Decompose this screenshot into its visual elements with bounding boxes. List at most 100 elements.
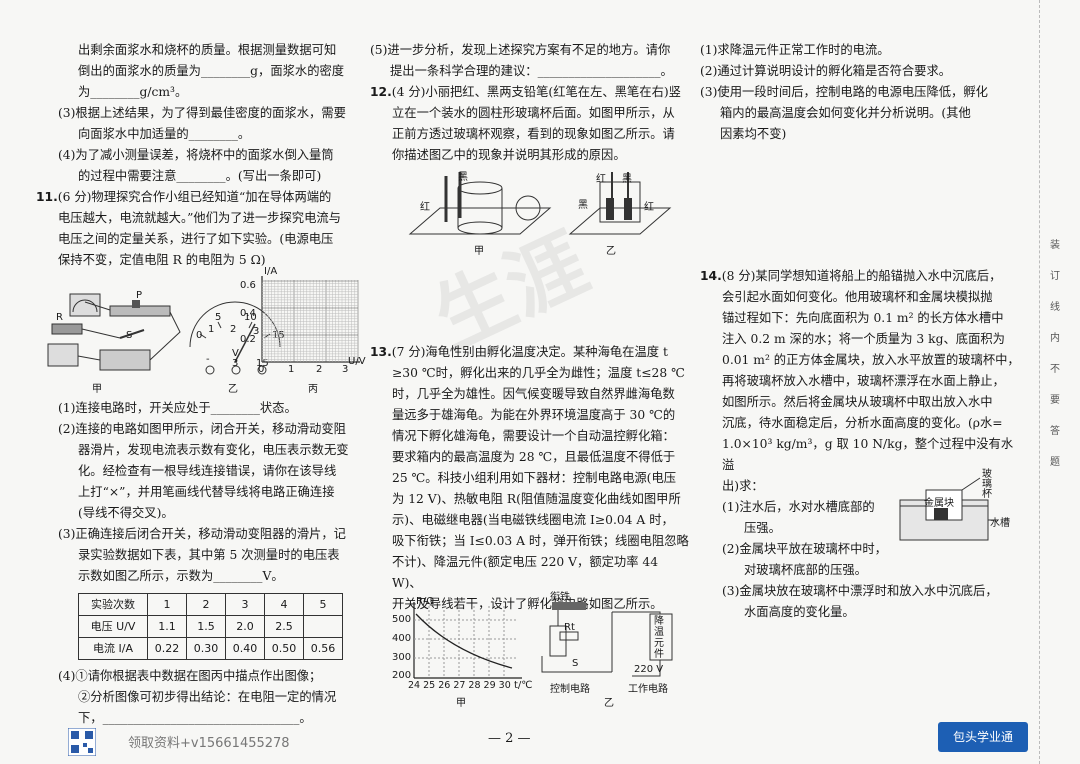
x-ticks: 24 25 26 27 28 29 30 <box>408 680 511 691</box>
text-line: 时，几乎全为雄性。因气候变暖导致自然界雌海龟数 <box>392 387 675 401</box>
table-cell: 2.0 <box>225 615 265 638</box>
dial-v: V <box>232 348 239 359</box>
table-cell: 4 <box>264 593 304 616</box>
side-char: 答 <box>1050 426 1060 437</box>
table-cell: 0.50 <box>264 637 304 660</box>
table-cell: 2.5 <box>264 615 304 638</box>
x-tick: 0 <box>258 364 265 375</box>
grid-svg <box>261 276 360 363</box>
column-right: (1)求降温元件正常工作时的电流。 (2)通过计算说明设计的孵化箱是否符合要求。… <box>700 40 1025 145</box>
text-line: (2)通过计算说明设计的孵化箱是否符合要求。 <box>700 64 952 78</box>
question-12: 12.(4 分)小丽把红、黑两支铅笔(红笔在左、黑笔在右)竖 <box>370 82 690 103</box>
text-line: (3)根据上述结果，为了得到最佳密度的面浆水，需要 <box>58 106 346 120</box>
text-line: 25 ℃。科技小组利用如下器材：控制电路电源(电压 <box>392 471 677 485</box>
text-line: 因素均不变) <box>720 127 787 141</box>
y-tick: 0.4 <box>240 308 256 319</box>
term-minus: - <box>206 354 210 365</box>
axis-label-t: t/℃ <box>514 680 533 691</box>
text-line: 化。经检查有一根导线连接错误，请你在该导线 <box>78 464 337 478</box>
label-armature: 衔铁 <box>550 592 570 603</box>
x-tick: 3 <box>342 364 349 375</box>
table-cell: 0.22 <box>147 637 187 660</box>
text-line: (4 分)小丽把红、黑两支铅笔(红笔在左、黑笔在右)竖 <box>391 85 681 99</box>
label-hei2: 黑 <box>622 174 632 185</box>
text-line: 水面高度的变化量。 <box>744 605 855 619</box>
table-cell: 电压 U/V <box>78 615 148 638</box>
question-number: 11. <box>36 190 58 204</box>
label-work: 工作电路 <box>628 684 668 695</box>
label-hong2: 红 <box>596 174 606 185</box>
text-line: 不计)、降温元件(额定电压 220 V，额定功率 44 W)、 <box>392 555 659 590</box>
text-line: 出剩余面浆水和烧杯的质量。根据测量数据可知 <box>78 43 337 57</box>
label-switch: S <box>572 658 579 669</box>
text-line: 立在一个装水的圆柱形玻璃杯后面。如图甲所示，从 <box>392 106 675 120</box>
text-line: 锚过程如下：先向底面积为 0.1 m² 的长方体水槽中 <box>722 311 1004 325</box>
table-cell: 0.30 <box>186 637 226 660</box>
text-line: 为 12 V)、热敏电阻 R(阻值随温度变化曲线如图甲所 <box>392 492 681 506</box>
table-cell: 3 <box>225 593 265 616</box>
fig-label-jia: 甲 <box>92 384 102 395</box>
label-glass: 玻璃杯 <box>982 469 992 500</box>
text-line: 上打“×”，并用笔画线代替导线将电路正确连接 <box>78 485 335 499</box>
table-cell: 电流 I/A <box>78 637 148 660</box>
data-table: 实验次数 1 2 3 4 5 电压 U/V 1.1 1.5 2.0 2.5 电流… <box>78 593 343 660</box>
text-line: 的过程中需要注意________。(写出一条即可) <box>78 169 322 183</box>
column-middle: (5)进一步分析，发现上述探究方案有不足的地方。请你 提出一条科学合理的建议：_… <box>370 40 690 166</box>
side-char: 内 <box>1050 333 1060 344</box>
question-11: 11.(6 分)物理探究合作小组已经知道“加在导体两端的 <box>36 187 358 208</box>
text-line: 情况下孵化雄海龟，需要设计一个自动温控孵化箱： <box>392 429 675 443</box>
text-line: 你描述图乙中的现象并说明其形成的原因。 <box>392 148 626 162</box>
text-line: 0.01 m² 的正方体金属块，放入水平放置的玻璃杯中， <box>722 353 1020 367</box>
x-tick: 1 <box>288 364 295 375</box>
dial-1: 1 <box>208 324 215 335</box>
table-cell: 1.1 <box>147 615 187 638</box>
label-hong3: 红 <box>644 202 654 213</box>
text-line: 提出一条科学合理的建议：____________________。 <box>390 64 673 78</box>
text-line: (4)①请你根据表中数据在图丙中描点作出图像； <box>58 669 322 683</box>
dial-15: 15 <box>272 330 285 341</box>
brand-logo: 包头学业通 <box>938 722 1028 752</box>
qr-code-icon <box>67 727 97 757</box>
text-line: 量远多于雄海龟。为能在外界环境温度高于 30 ℃的 <box>392 408 676 422</box>
text-line: 1.0×10³ kg/m³，g 取 10 N/kg，整个过程中没有水溢 <box>722 437 1014 472</box>
table-cell <box>303 615 343 638</box>
text-line: 沉底，待水面稳定后，分析水面高度的变化。(ρ水= <box>722 416 1003 430</box>
text-line: 示)、电磁继电器(当电磁铁线圈电流 I≥0.04 A 时， <box>392 513 674 527</box>
text-line: (6 分)物理探究合作小组已经知道“加在导体两端的 <box>57 190 332 204</box>
table-row: 实验次数 1 2 3 4 5 <box>78 593 343 616</box>
text-line: (1)注水后，水对水槽底部的 <box>722 500 875 514</box>
text-line: 示数如图乙所示，示数为________V。 <box>78 569 284 583</box>
label-s: S <box>126 330 133 341</box>
fig-label-jia: 甲 <box>456 698 466 709</box>
axis-label-r: R/Ω <box>416 596 434 607</box>
table-cell: 5 <box>303 593 343 616</box>
term-3: 3 <box>232 358 239 369</box>
text-line: 会引起水面如何变化。他用玻璃杯和金属块模拟抛 <box>722 290 993 304</box>
table-cell: 实验次数 <box>78 593 148 616</box>
column-right-q14: 14.(8 分)某同学想知道将船上的船锚抛入水中沉底后， 会引起水面如何变化。他… <box>700 266 1025 623</box>
question-number: 14. <box>700 269 722 283</box>
text-line: 保持不变，定值电阻 R 的电阻为 5 Ω) <box>58 253 266 267</box>
label-control: 控制电路 <box>550 684 590 695</box>
text-line: 注入 0.2 m 深的水；将一个质量为 3 kg、底面积为 <box>722 332 1005 346</box>
text-line: 向面浆水中加适量的________。 <box>78 127 251 141</box>
term-15: 15 <box>256 358 269 369</box>
table-cell: 2 <box>186 593 226 616</box>
text-line: ②分析图像可初步得出结论：在电阻一定的情况 <box>78 690 337 704</box>
fig-label-yi: 乙 <box>606 246 616 257</box>
table-row: 电压 U/V 1.1 1.5 2.0 2.5 <box>78 615 343 638</box>
y-tick: 0.2 <box>240 334 256 345</box>
circuit-figure <box>47 293 281 375</box>
y-tick: 300 <box>392 652 412 663</box>
thermistor-and-circuit <box>413 602 673 679</box>
text-line: 对玻璃杯底部的压强。 <box>744 563 867 577</box>
text-line: 电压越大，电流就越大。”他们为了进一步探究电流与 <box>58 211 341 225</box>
text-line: (8 分)某同学想知道将船上的船锚抛入水中沉底后， <box>721 269 1002 283</box>
label-220v: 220 V <box>634 664 664 675</box>
text-line: 箱内的最高温度会如何变化并分析说明。(其他 <box>720 106 971 120</box>
y-tick: 500 <box>392 614 412 625</box>
fig-label-yi: 乙 <box>604 698 614 709</box>
x-tick: 2 <box>316 364 323 375</box>
question-14: 14.(8 分)某同学想知道将船上的船锚抛入水中沉底后， <box>700 266 1025 287</box>
